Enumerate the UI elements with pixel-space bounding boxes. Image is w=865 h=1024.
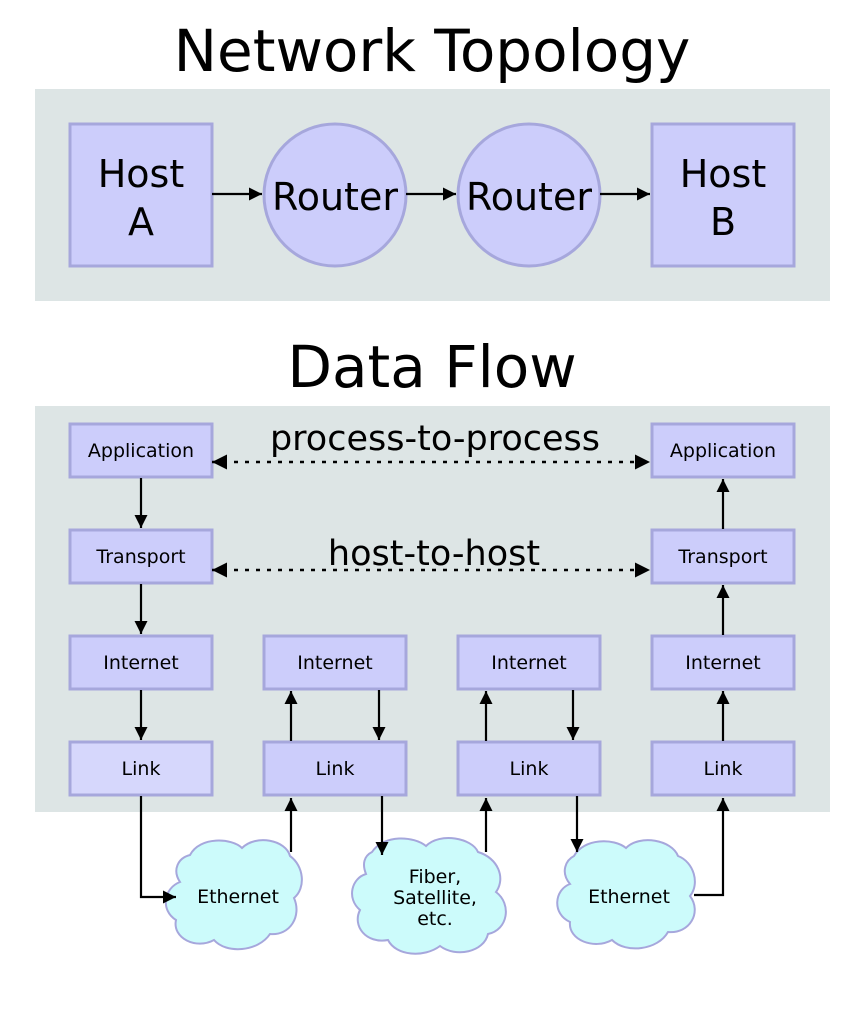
host-b-label-line2: B: [710, 200, 736, 244]
right-transport-label: Transport: [677, 546, 767, 568]
topology-router-2: Router: [456, 122, 602, 268]
host-to-host-label: host-to-host: [328, 534, 540, 574]
cloud-fiber-satellite: Fiber, Satellite, etc.: [351, 837, 507, 955]
router2-internet-label: Internet: [491, 652, 566, 674]
router1-internet-layer: Internet: [262, 634, 408, 691]
cloud-middle-label-line2: Satellite,: [393, 887, 477, 909]
left-link-layer: Link: [68, 740, 214, 797]
left-application-layer: Application: [68, 422, 214, 479]
router2-internet-layer: Internet: [456, 634, 602, 691]
edge-left-link-to-ethernet: [139, 796, 176, 904]
host-a-label-line2: A: [128, 200, 154, 244]
router2-link-label: Link: [510, 758, 549, 780]
right-link-layer: Link: [650, 740, 796, 797]
right-application-label: Application: [670, 440, 776, 462]
left-transport-label: Transport: [95, 546, 185, 568]
cloud-ethernet-right: Ethernet: [556, 839, 696, 950]
host-b-label-line1: Host: [680, 152, 767, 196]
cloud-right-label: Ethernet: [588, 886, 670, 908]
router1-internet-label: Internet: [297, 652, 372, 674]
router1-link-layer: Link: [262, 740, 408, 797]
right-transport-layer: Transport: [650, 528, 796, 585]
topology-title: Network Topology: [174, 17, 691, 85]
left-link-label: Link: [122, 758, 161, 780]
right-link-label: Link: [704, 758, 743, 780]
cloud-left-label: Ethernet: [197, 886, 279, 908]
topology-host-a: Host A: [68, 122, 214, 268]
router-2-label: Router: [466, 175, 592, 219]
cloud-middle-label-line1: Fiber,: [409, 866, 461, 888]
left-application-label: Application: [88, 440, 194, 462]
edge-ethernet-to-right-link: [694, 798, 730, 897]
left-transport-layer: Transport: [68, 528, 214, 585]
right-internet-label: Internet: [685, 652, 760, 674]
left-internet-layer: Internet: [68, 634, 214, 691]
dataflow-title: Data Flow: [287, 333, 576, 401]
topology-router-1: Router: [262, 122, 408, 268]
process-to-process-label: process-to-process: [270, 419, 600, 459]
cloud-middle-label-line3: etc.: [417, 908, 453, 930]
right-internet-layer: Internet: [650, 634, 796, 691]
topology-host-b: Host B: [650, 122, 796, 268]
router-1-label: Router: [272, 175, 398, 219]
router2-link-layer: Link: [456, 740, 602, 797]
router1-link-label: Link: [316, 758, 355, 780]
right-application-layer: Application: [650, 422, 796, 479]
cloud-ethernet-left: Ethernet: [165, 839, 303, 951]
host-a-label-line1: Host: [98, 152, 185, 196]
left-internet-label: Internet: [103, 652, 178, 674]
